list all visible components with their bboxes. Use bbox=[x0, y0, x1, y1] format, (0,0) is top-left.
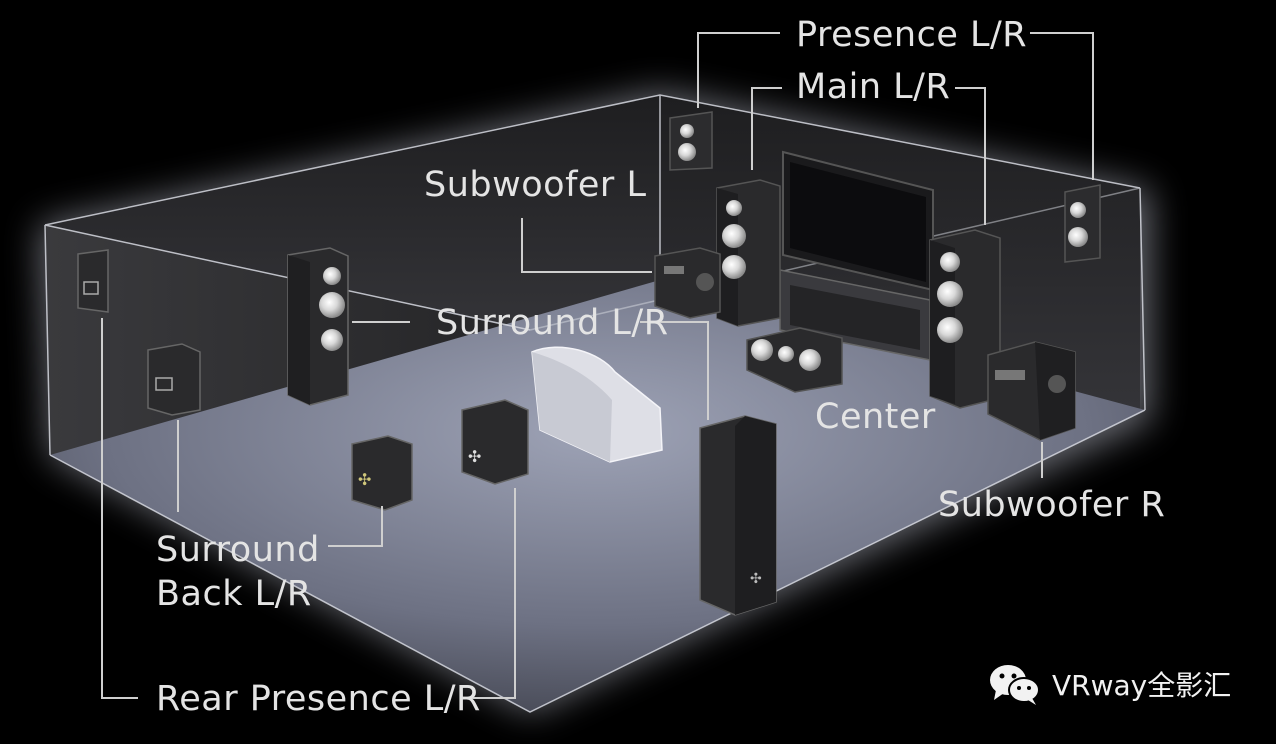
label-subwoofer-l: Subwoofer L bbox=[424, 165, 647, 205]
surround-r-speaker: ✣ bbox=[699, 415, 777, 616]
surround-back-l-speaker bbox=[147, 343, 201, 416]
callout-main-r bbox=[955, 87, 986, 225]
svg-text:✣: ✣ bbox=[750, 571, 762, 587]
callout-surround-back-r bbox=[328, 506, 383, 547]
label-main: Main L/R bbox=[796, 67, 951, 107]
label-rear-presence: Rear Presence L/R bbox=[156, 679, 481, 719]
presence-l-speaker bbox=[669, 111, 713, 171]
label-subwoofer-r: Subwoofer R bbox=[938, 485, 1166, 525]
watermark: VRway全影汇 bbox=[988, 662, 1231, 706]
callout-presence-l bbox=[697, 32, 780, 108]
label-surround-back-line2: Back L/R bbox=[156, 574, 312, 615]
presence-r-speaker bbox=[1064, 184, 1101, 263]
label-presence: Presence L/R bbox=[796, 15, 1028, 55]
callout-subwoofer-l bbox=[521, 218, 652, 273]
svg-text:✣: ✣ bbox=[358, 470, 371, 489]
label-surround: Surround L/R bbox=[436, 303, 669, 343]
watermark-text: VRway全影汇 bbox=[1052, 669, 1232, 702]
label-surround-back-line1: Surround bbox=[156, 530, 320, 570]
callout-rear-presence-r bbox=[466, 488, 516, 699]
svg-text:✣: ✣ bbox=[468, 447, 481, 466]
main-l-speaker bbox=[716, 179, 781, 327]
label-surround-back: Surround Back L/R bbox=[156, 528, 320, 617]
rear-presence-l-speaker bbox=[77, 249, 109, 313]
callout-presence-r bbox=[1030, 32, 1094, 180]
wechat-icon bbox=[988, 662, 1042, 706]
subwoofer-r-speaker bbox=[987, 341, 1076, 441]
surround-back-r-speaker: ✣ bbox=[351, 435, 413, 511]
label-center: Center bbox=[815, 397, 936, 437]
callout-surround-r bbox=[640, 321, 709, 420]
subwoofer-l-speaker bbox=[654, 247, 721, 319]
listening-chair bbox=[531, 346, 663, 463]
callout-lines bbox=[101, 32, 1094, 699]
tv bbox=[779, 150, 934, 361]
callout-main-l bbox=[751, 87, 782, 170]
main-r-speaker bbox=[929, 229, 1001, 409]
back-left-wall bbox=[45, 95, 660, 330]
surround-l-speaker bbox=[287, 247, 349, 406]
callout-rear-presence-l bbox=[101, 318, 138, 699]
rear-presence-r-speaker: ✣ bbox=[461, 399, 529, 485]
center-speaker bbox=[746, 327, 843, 393]
